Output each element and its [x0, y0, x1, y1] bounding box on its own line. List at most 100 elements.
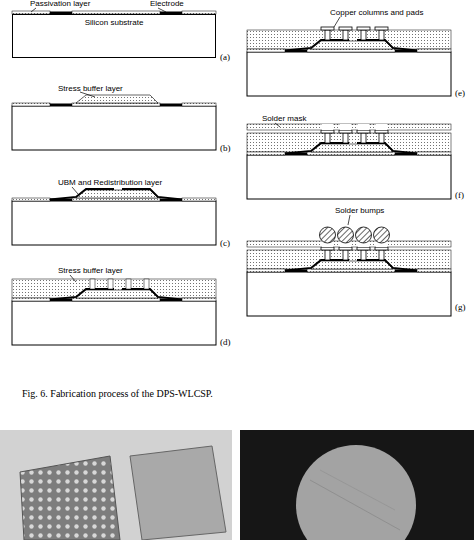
leader-line — [348, 215, 350, 225]
passivation-layer — [72, 198, 160, 201]
solder-bump — [338, 227, 354, 243]
silicon-substrate — [12, 201, 216, 245]
leader-line — [31, 8, 36, 12]
redistribution-trace — [122, 289, 182, 300]
copper-column — [361, 30, 366, 40]
process-stage — [12, 95, 216, 150]
copper-pad — [339, 130, 352, 133]
panel-letter: (g) — [455, 302, 466, 312]
figure-caption: Fig. 6. Fabrication process of the DPS-W… — [22, 388, 213, 400]
copper-pad — [375, 130, 388, 133]
part-label: Stress buffer layer — [58, 84, 123, 93]
process-stage — [12, 279, 216, 345]
solder-bump — [320, 227, 336, 243]
silicon-substrate — [12, 106, 216, 150]
passivation-layer — [417, 269, 451, 272]
redistribution-trace — [285, 40, 349, 51]
part-label: UBM and Redistribution layer — [58, 178, 162, 187]
passivation-layer — [417, 49, 451, 52]
panel-letter: (a) — [220, 52, 230, 62]
copper-column — [325, 30, 330, 40]
panel-letter: (e) — [455, 88, 465, 98]
chip-with-bumps — [20, 456, 120, 540]
stress-buffer-layer — [311, 41, 393, 49]
process-stage — [247, 227, 451, 316]
part-label: Electrode — [150, 0, 184, 8]
redistribution-trace — [357, 260, 417, 271]
via-opening — [108, 279, 113, 289]
redistribution-trace — [285, 143, 349, 154]
leader-line — [72, 187, 78, 194]
passivation-layer — [247, 152, 285, 155]
copper-pad — [357, 27, 370, 30]
via-opening — [144, 279, 149, 289]
passivation-layer — [307, 49, 395, 52]
redistribution-trace — [50, 189, 114, 200]
silicon-substrate — [247, 155, 451, 199]
part-label: Stress buffer layer — [58, 266, 123, 275]
leader-line — [334, 17, 340, 27]
silicon-substrate — [12, 301, 216, 345]
substrate-label: Silicon substrate — [13, 15, 215, 27]
solder-mask — [247, 124, 451, 130]
copper-column — [325, 250, 330, 260]
copper-column — [361, 250, 366, 260]
panel-letter: (d) — [220, 337, 231, 347]
passivation-layer — [417, 152, 451, 155]
passivation-layer — [247, 269, 285, 272]
mask-opening — [376, 124, 387, 130]
part-label: Passivation layer — [30, 0, 90, 8]
passivation-layer — [12, 198, 50, 201]
mask-opening — [322, 124, 333, 130]
passivation-layer — [307, 269, 395, 272]
photo-background — [0, 430, 232, 540]
part-label: Copper columns and pads — [330, 8, 423, 17]
passivation-layer — [182, 298, 216, 301]
redistribution-trace — [285, 260, 349, 271]
passivation-layer — [307, 152, 395, 155]
panel-letter: (f) — [455, 190, 464, 200]
copper-pad — [321, 130, 334, 133]
panel-letter: (c) — [220, 238, 230, 248]
copper-column — [379, 250, 384, 260]
copper-pad — [321, 247, 334, 250]
part-label: Solder bumps — [335, 206, 384, 215]
copper-pad — [339, 247, 352, 250]
part-label: Solder mask — [262, 114, 306, 123]
mask-opening — [358, 124, 369, 130]
leader-line — [70, 275, 76, 282]
copper-column — [343, 30, 348, 40]
copper-column — [325, 133, 330, 143]
mask-opening — [340, 124, 351, 130]
solder-bump — [356, 227, 372, 243]
passivation-layer — [247, 49, 285, 52]
leader-line — [275, 123, 280, 127]
copper-column — [361, 133, 366, 143]
silicon-substrate — [247, 272, 451, 316]
copper-pad — [357, 130, 370, 133]
passivation-layer — [12, 103, 50, 106]
panel-letter: (b) — [220, 143, 231, 153]
process-stages — [12, 11, 451, 345]
redistribution-trace — [357, 143, 417, 154]
passivation-layer — [182, 103, 216, 106]
copper-column — [379, 133, 384, 143]
via-opening — [126, 279, 131, 289]
stress-buffer-layer — [76, 190, 158, 198]
process-stage — [247, 124, 451, 199]
copper-pad — [339, 27, 352, 30]
process-stage — [247, 27, 451, 96]
scratch-line — [320, 470, 395, 510]
electrode — [160, 104, 182, 107]
chip-photo — [0, 430, 232, 540]
copper-column — [343, 250, 348, 260]
chip-backside — [130, 446, 226, 540]
passivation-layer — [182, 198, 216, 201]
bump-photo — [240, 430, 474, 540]
redistribution-trace — [50, 289, 114, 300]
copper-column — [379, 30, 384, 40]
redistribution-trace — [357, 40, 417, 51]
silicon-substrate — [247, 52, 451, 96]
stress-buffer-layer — [76, 95, 158, 103]
via-opening — [90, 279, 95, 289]
